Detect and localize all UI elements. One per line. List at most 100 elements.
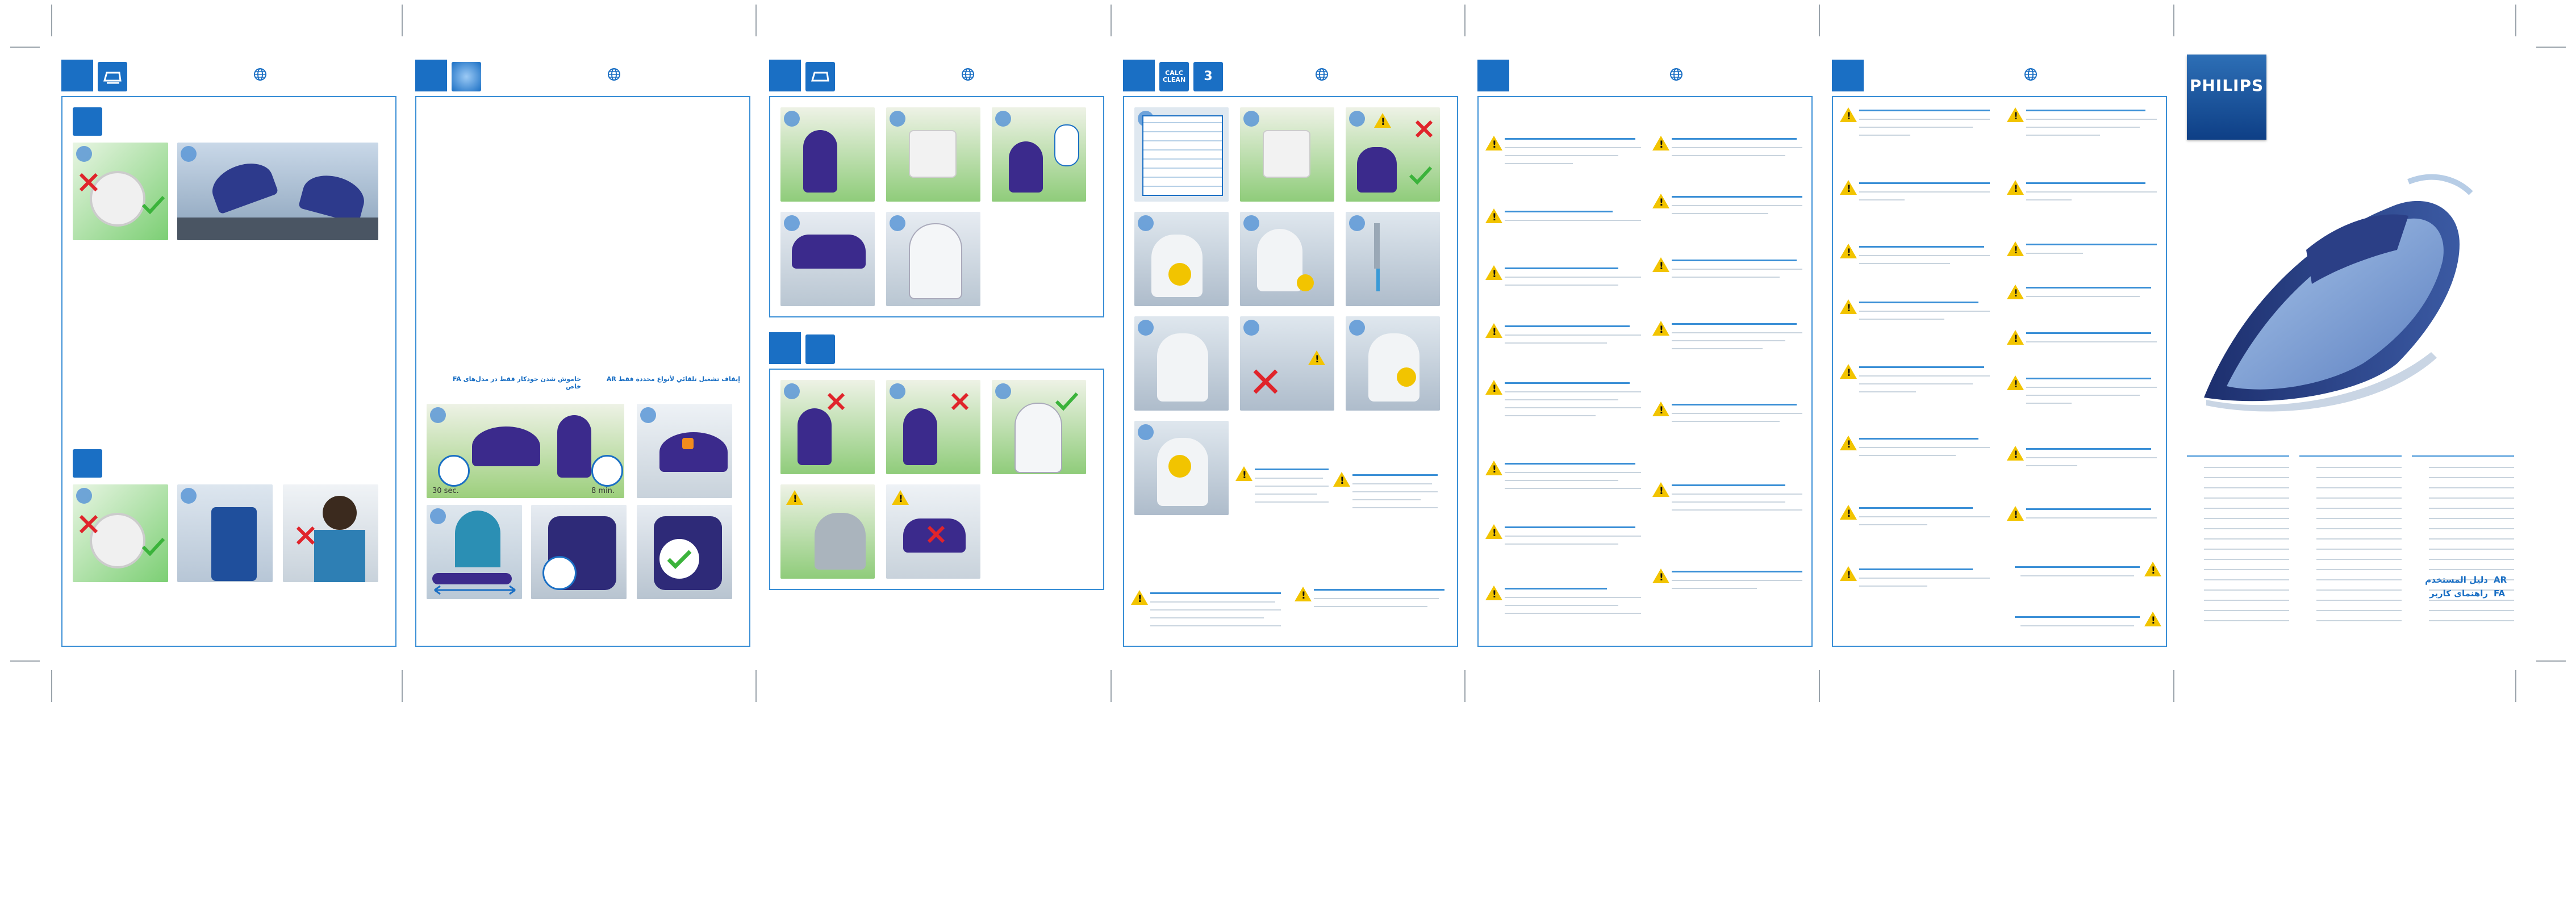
panel-safety-2	[1832, 60, 2169, 647]
warning-icon	[1485, 380, 1502, 395]
warning-icon	[2007, 180, 2024, 195]
open-cap-illustration	[1134, 212, 1229, 306]
warning-icon	[1485, 461, 1502, 475]
auto-off-icon	[452, 62, 481, 91]
ar-note: AR إيقاف تشغيل تلقائي لأنواع محددة فقط	[606, 375, 740, 383]
soleplate-illustration	[886, 212, 980, 306]
warning-icon	[2007, 241, 2024, 256]
iron-clean-icon	[805, 62, 835, 91]
warning-icon	[2007, 107, 2024, 122]
section-number-badge	[61, 60, 93, 91]
close-cap-illustration	[1134, 421, 1229, 515]
cross-icon	[296, 526, 315, 545]
warning-icon	[1840, 566, 1857, 581]
checkmark-icon	[141, 537, 165, 557]
warning-icon	[786, 490, 803, 505]
warning-icon	[1485, 208, 1502, 223]
content-frame	[1477, 96, 1813, 647]
let-cool-illustration	[886, 380, 980, 474]
warning-icon	[1485, 323, 1502, 338]
vertical-dial-illustration	[73, 484, 168, 582]
auto-off-horizontal-illustration: 30 sec. 8 min.	[427, 404, 624, 498]
cover-code-ar: AR	[2494, 575, 2507, 585]
sink-illustration	[1240, 212, 1334, 306]
warning-icon	[1131, 590, 1148, 605]
cross-icon	[79, 515, 98, 534]
warning-icon	[892, 490, 909, 505]
cross-icon	[827, 392, 845, 411]
warning-icon	[1840, 299, 1857, 314]
dial-setting-illustration	[73, 143, 168, 240]
iron-steam-icon	[98, 62, 127, 91]
warning-icon	[1652, 482, 1669, 497]
warning-icon	[1840, 505, 1857, 520]
cool-down-illustration	[992, 107, 1086, 202]
warning-icon	[2007, 375, 2024, 390]
warning-icon	[2007, 285, 2024, 299]
section-number-badge	[1832, 60, 1864, 91]
no-water-in-tank-illustration	[886, 484, 980, 579]
no-steam-on-person-illustration	[283, 484, 378, 582]
steam-iron-product-image	[2204, 174, 2473, 412]
socket-illustration	[886, 107, 980, 202]
cool-down-warning-illustration	[1346, 107, 1440, 202]
globe-icon	[608, 68, 620, 81]
cover-code-fa: FA	[2494, 588, 2506, 599]
warning-icon	[1840, 364, 1857, 379]
content-frame	[769, 369, 1104, 590]
content-frame	[1832, 96, 2167, 647]
content-frame	[769, 96, 1104, 317]
cover-title-fa: راهنمای کاربر	[2429, 588, 2488, 599]
checkmark-icon	[667, 550, 692, 569]
section-number-badge	[1123, 60, 1155, 91]
timer-30-label: 30 sec.	[432, 487, 459, 495]
globe-icon	[254, 68, 266, 81]
globe-icon	[2024, 68, 2037, 81]
unplug-illustration	[780, 107, 875, 202]
three-months-icon: 3	[1193, 62, 1223, 91]
content-frame: FA خاموش شدن خودکار فقط در مدل‌های خاص A…	[415, 96, 750, 647]
warning-icon	[1308, 350, 1325, 365]
philips-logo: PHILIPS	[2187, 55, 2266, 140]
fa-note: FA خاموش شدن خودکار فقط در مدل‌های خاص	[452, 375, 581, 390]
warning-icon	[1840, 436, 1857, 450]
calendar-illustration	[1134, 107, 1229, 202]
panel-safety-1	[1477, 60, 1815, 647]
cross-icon	[1415, 120, 1433, 138]
cross-icon	[927, 525, 945, 543]
warning-icon	[2007, 506, 2024, 521]
warning-icon	[2007, 446, 2024, 461]
socket-illustration	[1240, 107, 1334, 202]
checkmark-icon	[1409, 166, 1433, 185]
panel-cleaning	[769, 60, 1107, 647]
warning-icon	[1485, 524, 1502, 539]
content-frame	[1123, 96, 1458, 647]
timer-8-label: 8 min.	[591, 487, 615, 495]
storage-icon	[805, 334, 835, 364]
warning-icon	[1652, 194, 1669, 208]
cross-icon	[79, 173, 98, 192]
panel-storage	[769, 332, 1107, 920]
cover-title-ar: دليل المستخدم	[2425, 575, 2488, 585]
warning-icon	[1374, 113, 1391, 128]
warning-icon	[2144, 562, 2161, 576]
warning-icon	[1652, 568, 1669, 583]
shake-illustration	[1134, 316, 1229, 411]
warning-icon	[1652, 257, 1669, 272]
warning-icon	[1333, 472, 1350, 487]
globe-icon	[962, 68, 974, 81]
section-number-badge	[769, 60, 801, 91]
steam-mode-icon	[73, 107, 102, 136]
warning-icon	[1652, 136, 1669, 150]
iron-heating-illustration	[531, 505, 627, 599]
cross-icon	[951, 392, 969, 411]
section-number-badge	[1477, 60, 1509, 91]
warning-icon	[1485, 136, 1502, 150]
panel-auto-off: FA خاموش شدن خودکار فقط در مدل‌های خاص A…	[415, 60, 753, 647]
warning-icon	[1840, 244, 1857, 258]
globe-icon	[1670, 68, 1682, 81]
warning-icon	[1485, 265, 1502, 280]
section-number-badge	[769, 332, 801, 364]
reactivate-illustration	[427, 505, 522, 599]
checkmark-icon	[141, 195, 165, 215]
